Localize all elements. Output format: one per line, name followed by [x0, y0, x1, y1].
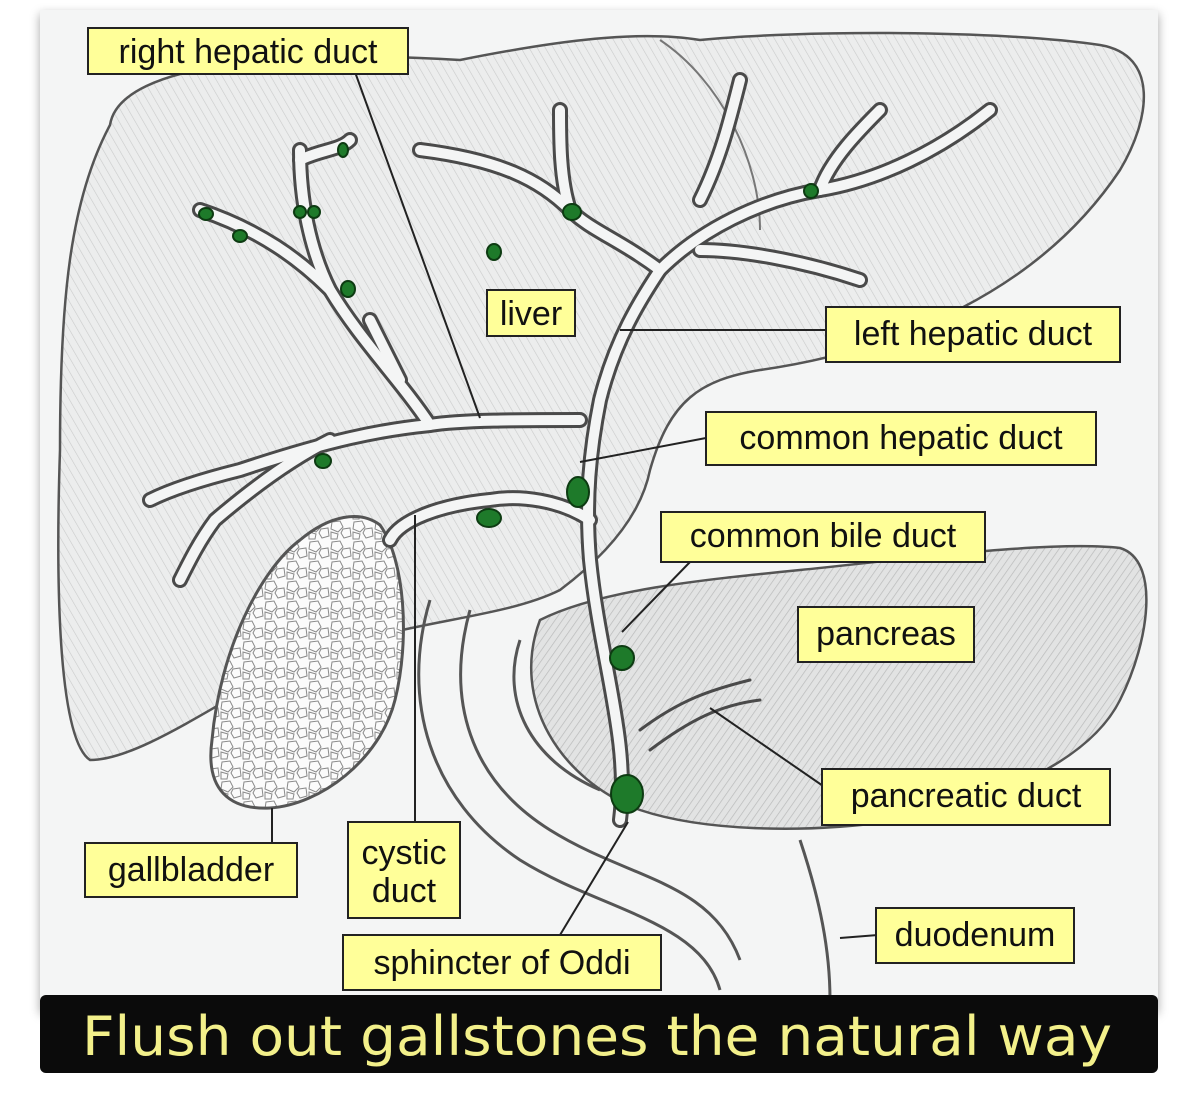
label-text-line-1: cystic [362, 834, 447, 872]
gallstone [314, 453, 332, 469]
label-text: liver [500, 295, 562, 333]
label-common-hepatic-duct: common hepatic duct [705, 411, 1097, 466]
gallbladder-organ [209, 515, 405, 810]
label-duodenum: duodenum [875, 907, 1075, 964]
gallstone [803, 183, 819, 199]
gallstone [610, 774, 644, 814]
gallstone [337, 142, 349, 158]
label-pancreatic-duct: pancreatic duct [821, 768, 1111, 826]
label-right-hepatic-duct: right hepatic duct [87, 27, 409, 75]
leader-lines [271, 71, 879, 939]
label-text: sphincter of Oddi [373, 944, 630, 982]
label-text: gallbladder [108, 851, 274, 889]
gallstone [232, 229, 248, 243]
gallstone [293, 205, 307, 219]
label-sphincter-of-oddi: sphincter of Oddi [342, 934, 662, 991]
duodenum-organ [417, 599, 832, 1001]
pancreas-organ [530, 544, 1148, 830]
gallstone [609, 645, 635, 671]
label-liver: liver [486, 289, 576, 337]
gallstone [566, 476, 590, 508]
label-cystic-duct: cystic duct [347, 821, 461, 919]
gallstone [198, 207, 214, 221]
label-text: common hepatic duct [739, 419, 1063, 457]
banner-caption: Flush out gallstones the natural way [82, 1005, 1112, 1068]
gallstone [486, 243, 502, 261]
label-common-bile-duct: common bile duct [660, 511, 986, 563]
label-text: common bile duct [690, 517, 957, 555]
label-gallbladder: gallbladder [84, 842, 298, 898]
label-left-hepatic-duct: left hepatic duct [825, 306, 1121, 363]
gallstones [198, 142, 819, 814]
gallstone [562, 203, 582, 221]
label-text-line-2: duct [372, 872, 437, 910]
label-text: left hepatic duct [854, 315, 1093, 353]
label-pancreas: pancreas [797, 606, 975, 663]
label-text: pancreas [816, 615, 956, 653]
label-text: pancreatic duct [851, 777, 1082, 815]
label-text: duodenum [895, 916, 1056, 954]
label-text: right hepatic duct [119, 33, 378, 71]
gallstone [340, 280, 356, 298]
gallstone [307, 205, 321, 219]
gallstone [476, 508, 502, 528]
caption-banner: Flush out gallstones the natural way [40, 995, 1158, 1073]
